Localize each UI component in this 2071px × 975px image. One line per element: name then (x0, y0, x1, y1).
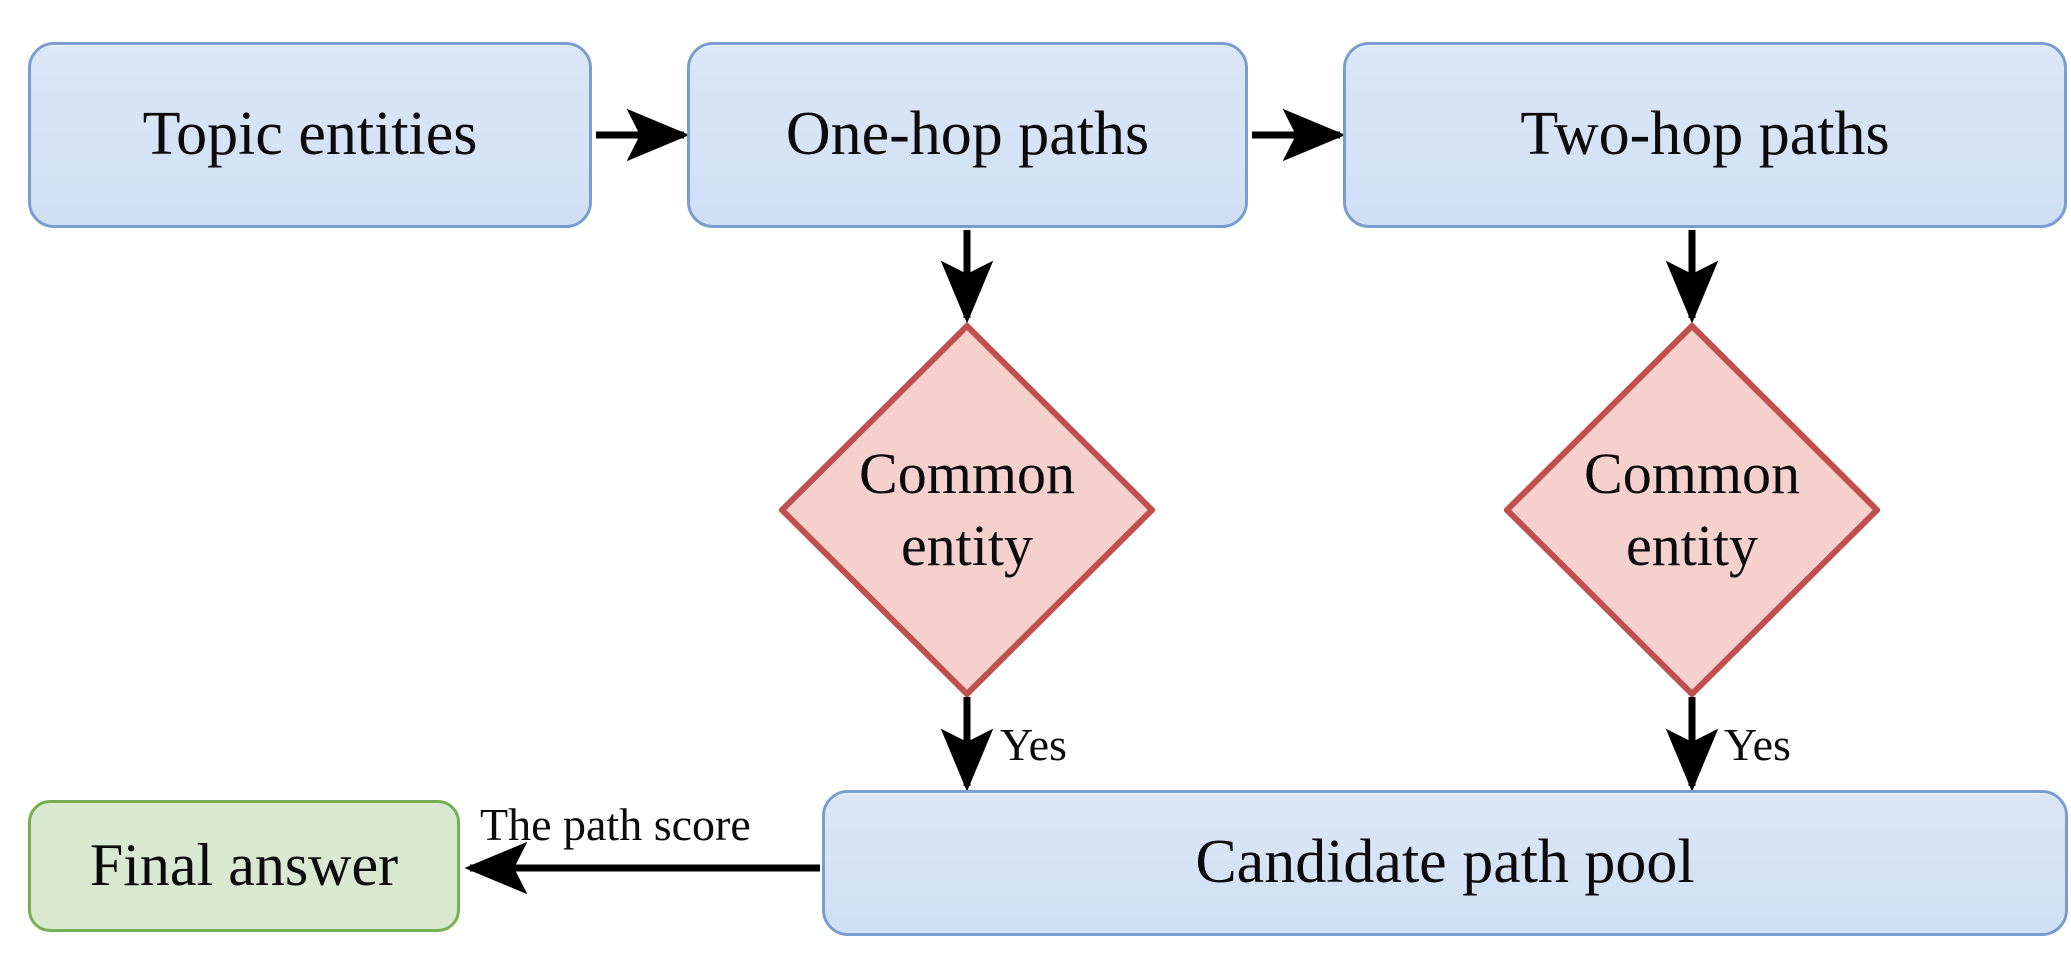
node-topic-entities[interactable]: Topic entities (28, 42, 592, 228)
edge-label-yes-1: Yes (1000, 719, 1067, 770)
node-label-topic-entities: Topic entities (142, 100, 478, 169)
node-label-common-entity-2: Common entity (1584, 440, 1800, 579)
diamond-shape-2 (1504, 323, 1880, 697)
node-one-hop-paths[interactable]: One-hop paths (687, 42, 1248, 228)
node-final-answer[interactable]: Final answer (28, 800, 460, 932)
node-label-common-entity-1: Common entity (859, 440, 1075, 579)
node-two-hop-paths[interactable]: Two-hop paths (1343, 42, 2067, 228)
edge-label-path-score: The path score (480, 799, 751, 850)
edge-label-yes-2: Yes (1724, 719, 1791, 770)
node-label-one-hop-paths: One-hop paths (785, 100, 1150, 169)
diamond-shape-1 (779, 323, 1155, 697)
node-common-entity-1[interactable]: Common entity (779, 323, 1155, 697)
node-common-entity-2[interactable]: Common entity (1504, 323, 1880, 697)
node-label-two-hop-paths: Two-hop paths (1520, 100, 1890, 169)
node-label-final-answer: Final answer (89, 832, 399, 899)
node-label-candidate-path-pool: Candidate path pool (1195, 828, 1695, 897)
node-candidate-path-pool[interactable]: Candidate path pool (822, 790, 2068, 936)
